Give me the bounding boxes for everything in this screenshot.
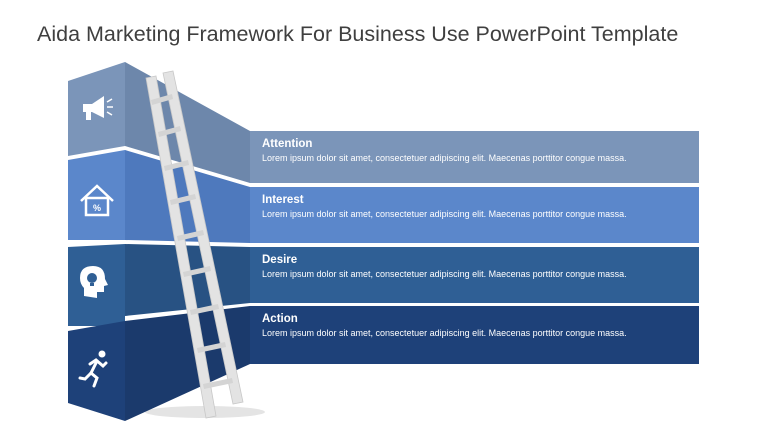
megaphone-icon <box>83 96 113 120</box>
running-person-icon <box>78 350 108 388</box>
step-card-attention: Attention Lorem ipsum dolor sit amet, co… <box>250 131 699 183</box>
tier-interest-front <box>68 150 125 240</box>
step-text-action: Lorem ipsum dolor sit amet, consectetuer… <box>262 328 627 338</box>
step-title-desire: Desire <box>262 254 298 266</box>
step-text-attention: Lorem ipsum dolor sit amet, consectetuer… <box>262 153 627 163</box>
step-card-desire: Desire Lorem ipsum dolor sit amet, conse… <box>250 247 699 303</box>
tier-action-front <box>68 321 125 421</box>
step-title-attention: Attention <box>262 138 313 150</box>
svg-text:%: % <box>93 203 101 213</box>
house-percent-icon: % <box>80 184 114 217</box>
step-card-action: Action Lorem ipsum dolor sit amet, conse… <box>250 306 699 364</box>
step-text-desire: Lorem ipsum dolor sit amet, consectetuer… <box>262 269 627 279</box>
head-lightbulb-icon <box>80 266 108 298</box>
step-title-interest: Interest <box>262 194 304 206</box>
slide-title: Aida Marketing Framework For Business Us… <box>37 22 679 46</box>
step-card-interest: Interest Lorem ipsum dolor sit amet, con… <box>250 187 699 243</box>
step-title-action: Action <box>262 313 298 325</box>
ladder-graphic <box>145 70 244 419</box>
step-text-interest: Lorem ipsum dolor sit amet, consectetuer… <box>262 209 627 219</box>
